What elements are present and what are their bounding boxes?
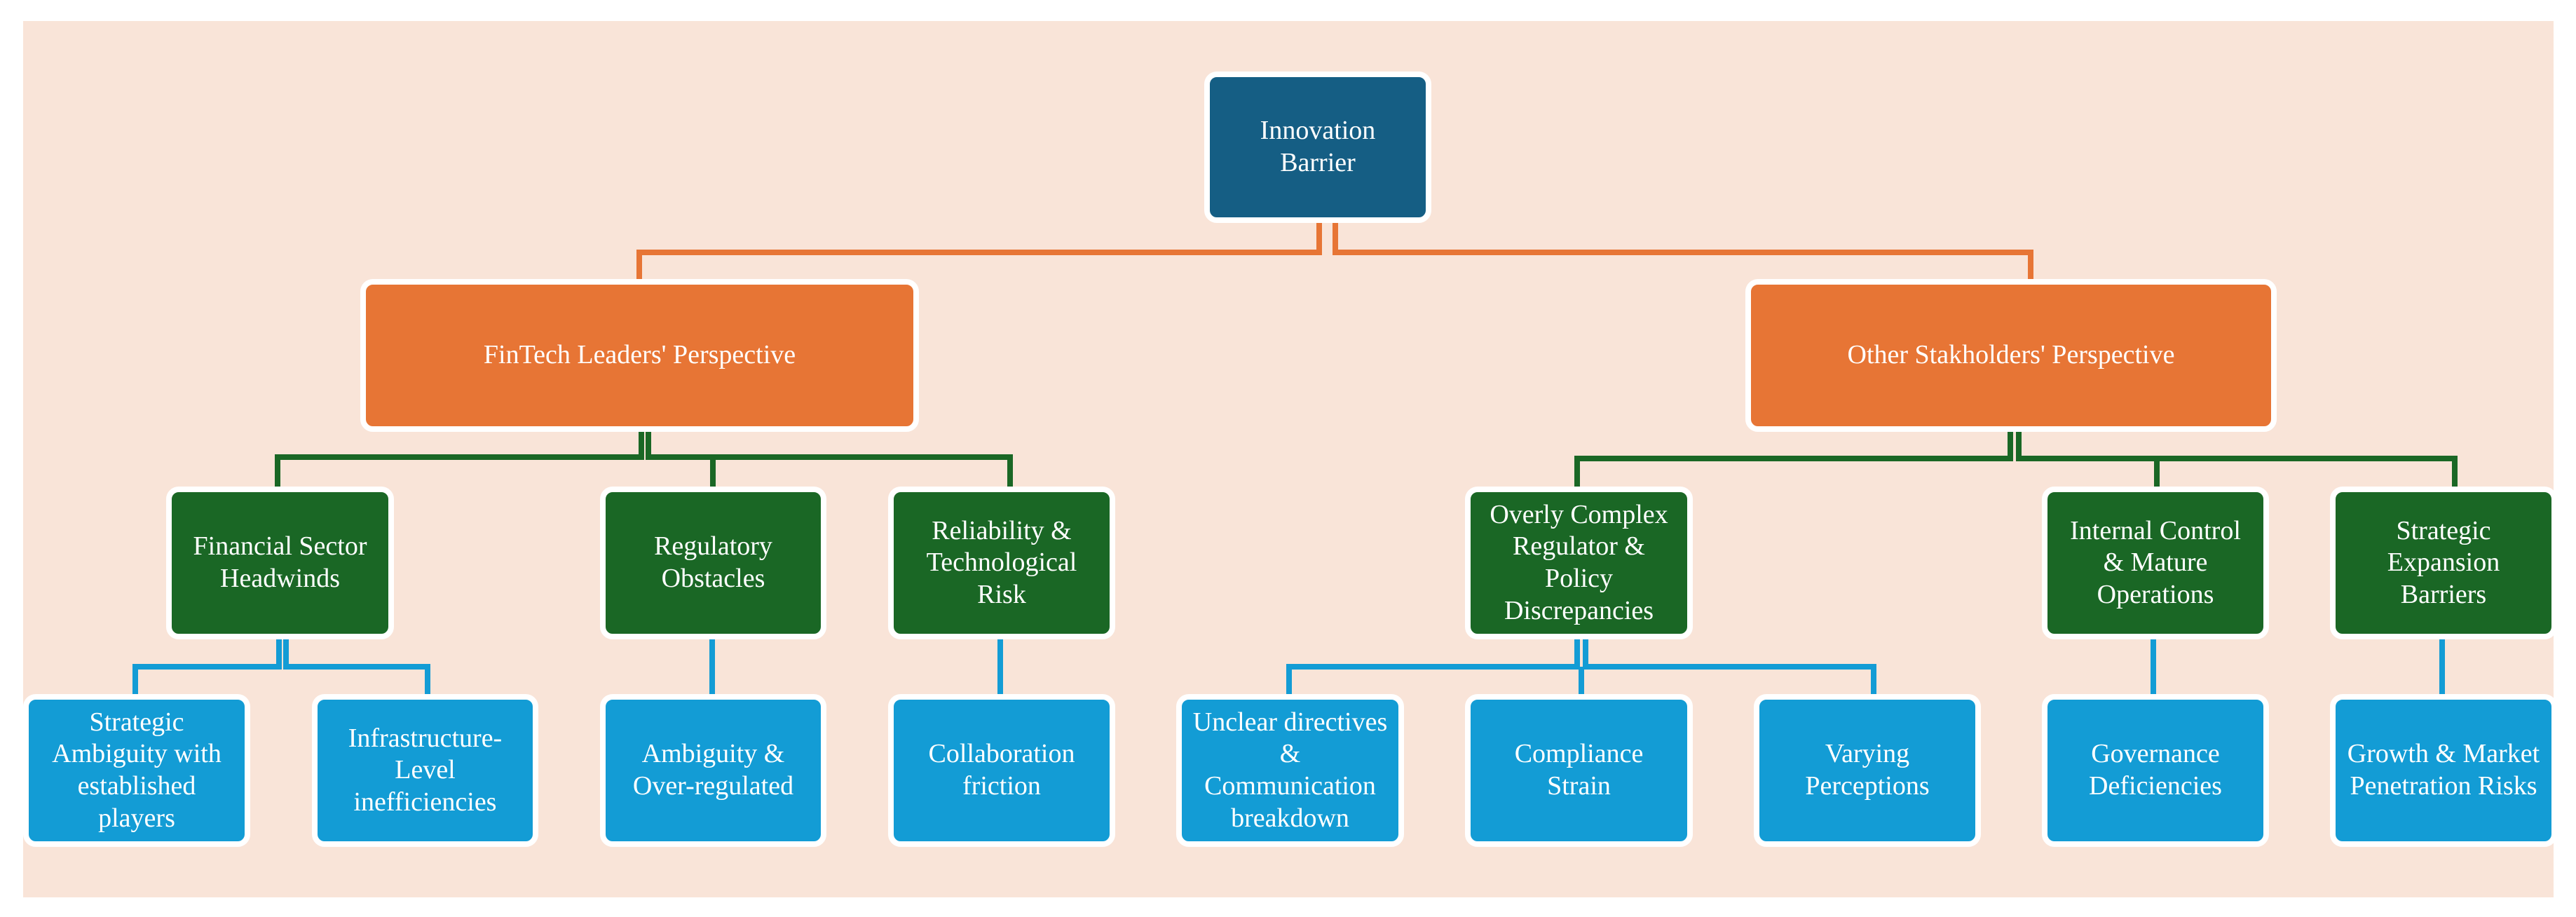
barrier-label: Varying Perceptions bbox=[1805, 739, 1930, 801]
barrier-unclear-directives: Unclear directives & Communication break… bbox=[1176, 694, 1404, 847]
category-label: Overly Complex Regulator & Policy Discre… bbox=[1490, 499, 1668, 625]
barrier-governance-deficiencies: Governance Deficiencies bbox=[2042, 694, 2269, 847]
category-overly-complex-regulator: Overly Complex Regulator & Policy Discre… bbox=[1465, 487, 1693, 639]
category-internal-control: Internal Control & Mature Operations bbox=[2042, 487, 2269, 639]
barrier-label: Infrastructure-Level inefficiencies bbox=[348, 723, 503, 817]
category-label: Regulatory Obstacles bbox=[654, 531, 772, 593]
perspective-other-stakeholders: Other Stakholders' Perspective bbox=[1745, 279, 2277, 432]
category-label: Internal Control & Mature Operations bbox=[2070, 515, 2241, 609]
perspective-label: FinTech Leaders' Perspective bbox=[483, 340, 796, 370]
barrier-varying-perceptions: Varying Perceptions bbox=[1754, 694, 1981, 847]
root-connectors bbox=[636, 219, 2033, 282]
barrier-label: Governance Deficiencies bbox=[2089, 739, 2222, 801]
persp1-connectors bbox=[275, 428, 1013, 489]
category-financial-sector-headwinds: Financial Sector Headwinds bbox=[166, 487, 394, 639]
barrier-infrastructure-inefficiencies: Infrastructure-Level inefficiencies bbox=[312, 694, 538, 847]
barrier-ambiguity-over-regulated: Ambiguity & Over-regulated bbox=[600, 694, 826, 847]
root-node: Innovation Barrier bbox=[1204, 72, 1431, 223]
barrier-label: Growth & Market Penetration Risks bbox=[2347, 739, 2540, 801]
root-label: Innovation Barrier bbox=[1260, 116, 1376, 177]
barrier-label: Compliance Strain bbox=[1514, 739, 1644, 801]
perspective-label: Other Stakholders' Perspective bbox=[1847, 340, 2175, 370]
persp2-connectors bbox=[1574, 428, 2458, 489]
barrier-growth-market-penetration: Growth & Market Penetration Risks bbox=[2330, 694, 2557, 847]
barrier-label: Strategic Ambiguity with established pla… bbox=[52, 707, 222, 833]
category-label: Reliability & Technological Risk bbox=[926, 515, 1077, 609]
barrier-label: Collaboration friction bbox=[928, 739, 1075, 801]
barrier-connectors bbox=[132, 635, 2445, 697]
category-label: Strategic Expansion Barriers bbox=[2387, 515, 2500, 609]
barrier-compliance-strain: Compliance Strain bbox=[1465, 694, 1693, 847]
barrier-strategic-ambiguity: Strategic Ambiguity with established pla… bbox=[23, 694, 250, 847]
barrier-collaboration-friction: Collaboration friction bbox=[888, 694, 1115, 847]
barrier-label: Ambiguity & Over-regulated bbox=[632, 739, 794, 801]
barrier-label: Unclear directives & Communication break… bbox=[1192, 707, 1388, 833]
perspective-fintech-leaders: FinTech Leaders' Perspective bbox=[360, 279, 919, 432]
category-strategic-expansion-barriers: Strategic Expansion Barriers bbox=[2330, 487, 2557, 639]
category-regulatory-obstacles: Regulatory Obstacles bbox=[600, 487, 826, 639]
category-reliability-technological-risk: Reliability & Technological Risk bbox=[888, 487, 1115, 639]
category-label: Financial Sector Headwinds bbox=[193, 531, 367, 593]
